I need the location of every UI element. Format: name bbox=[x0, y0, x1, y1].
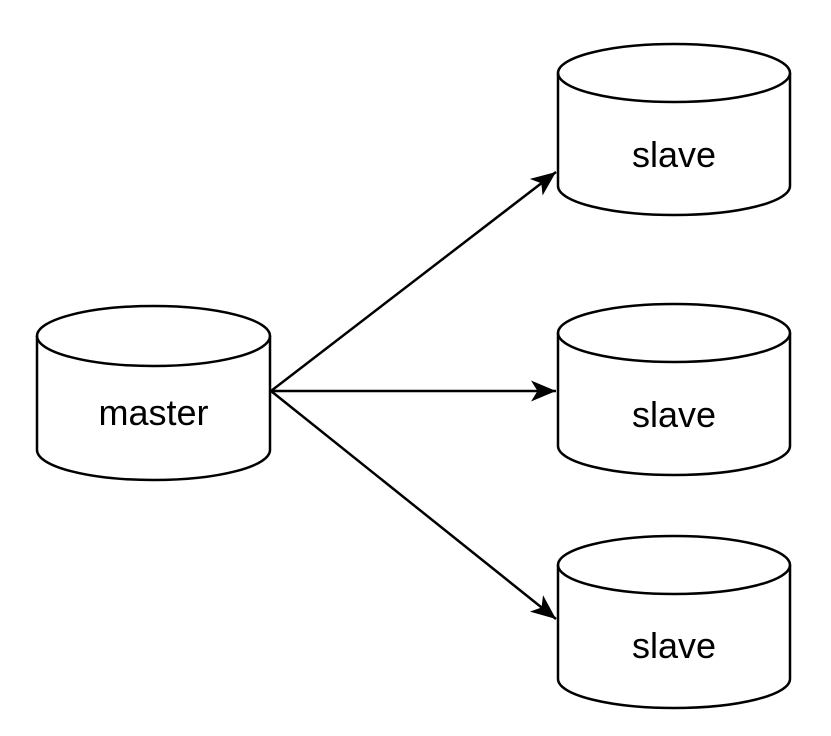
slave-1-cylinder-shape bbox=[556, 42, 792, 217]
node-master: master bbox=[35, 304, 272, 482]
master-cylinder-lid bbox=[35, 335, 272, 368]
node-slave-2-label: slave bbox=[632, 394, 716, 435]
edge-master-to-slave-3 bbox=[270, 390, 557, 620]
slave-2-cylinder-shape bbox=[556, 302, 792, 477]
edges bbox=[270, 171, 557, 620]
node-master-label: master bbox=[98, 392, 208, 433]
node-slave-2: slave bbox=[556, 302, 792, 477]
slave-1-cylinder-lid bbox=[556, 72, 792, 104]
node-slave-1: slave bbox=[556, 42, 792, 217]
edge-master-to-slave-1 bbox=[270, 171, 557, 392]
slave-3-cylinder-lid bbox=[556, 564, 792, 596]
slave-2-cylinder-lid bbox=[556, 332, 792, 364]
node-slave-3: slave bbox=[556, 534, 792, 710]
slave-3-cylinder-shape bbox=[556, 534, 792, 710]
master-cylinder-shape bbox=[35, 304, 272, 482]
node-slave-3-label: slave bbox=[632, 625, 716, 666]
node-slave-1-label: slave bbox=[632, 134, 716, 175]
